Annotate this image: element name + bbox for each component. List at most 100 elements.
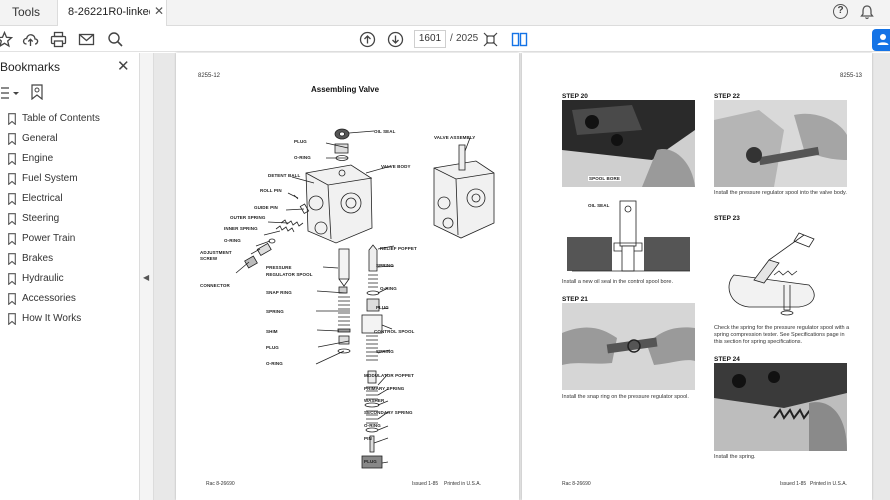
part-label: SPRING	[266, 309, 284, 314]
upload-cloud-icon[interactable]	[22, 31, 39, 48]
part-label: O-RING	[380, 286, 397, 291]
bookmark-icon	[8, 293, 16, 305]
bookmark-icon	[8, 153, 16, 165]
page-code: 8255-13	[840, 73, 863, 79]
total-pages: 2025	[456, 33, 479, 44]
print-icon[interactable]	[50, 31, 67, 48]
bookmark-item[interactable]: Steering	[0, 210, 140, 230]
part-label: O-RING	[224, 238, 241, 243]
part-label: RELIEF POPPET	[380, 246, 417, 251]
bookmark-label: Steering	[22, 213, 60, 224]
bookmark-item[interactable]: Table of Contents	[0, 110, 140, 130]
part-label: WASHER	[364, 398, 385, 403]
bookmark-icon	[8, 253, 16, 265]
help-icon[interactable]: ?	[833, 4, 848, 19]
part-label: PLUG	[364, 459, 377, 464]
part-label: O-RING	[266, 361, 283, 366]
step20-photo: SPOOL BORE	[562, 100, 695, 187]
bookmark-icon	[8, 133, 16, 145]
part-label: CONNECTOR	[200, 283, 230, 288]
bookmark-icon	[8, 113, 16, 125]
bookmark-item[interactable]: How It Works	[0, 310, 140, 330]
bookmark-icon	[8, 273, 16, 285]
document-viewport[interactable]: 8255-12 Assembling Valve	[154, 53, 890, 500]
spool-bore-label: SPOOL BORE	[588, 176, 621, 181]
bookmark-icon	[8, 233, 16, 245]
page-right: 8255-13 STEP 20 SPOOL BORE	[522, 53, 872, 500]
part-label: PLUG	[294, 139, 307, 144]
bell-icon[interactable]	[860, 5, 874, 20]
part-label: SNAP RING	[266, 290, 292, 295]
bookmark-item[interactable]: Hydraulic	[0, 270, 140, 290]
part-label: CONTROL SPOOL	[374, 329, 415, 334]
add-bookmark-icon[interactable]	[30, 84, 44, 100]
part-label: REGULATOR SPOOL	[266, 272, 313, 277]
bookmarks-title: Bookmarks	[0, 60, 61, 74]
part-label: VALVE ASSEMBLY	[434, 135, 476, 140]
part-label: OUTER SPRING	[230, 215, 266, 220]
part-label: PIN	[364, 436, 372, 441]
next-page-icon[interactable]	[387, 31, 404, 48]
page-footer-issued: Issued 1-85	[412, 481, 439, 487]
bookmark-item[interactable]: Brakes	[0, 250, 140, 270]
step24-photo	[714, 363, 847, 451]
bookmark-label: How It Works	[22, 313, 82, 324]
star-icon[interactable]	[0, 31, 13, 48]
page-separator: /	[450, 33, 453, 44]
bookmark-label: Brakes	[22, 253, 54, 264]
step-heading: STEP 24	[714, 356, 740, 363]
page-title: Assembling Valve	[311, 85, 380, 94]
bookmark-item[interactable]: Accessories	[0, 290, 140, 310]
part-label: OIL SEAL	[374, 129, 396, 134]
part-label: SHIM	[266, 329, 278, 334]
bookmark-item[interactable]: Engine	[0, 150, 140, 170]
bookmark-tools	[0, 83, 140, 103]
part-label: MODULATOR POPPET	[364, 373, 414, 378]
part-label: PLUG	[266, 345, 279, 350]
bookmark-icon	[8, 313, 16, 325]
part-label: SCREW	[200, 256, 218, 261]
page-footer-code: Rac 8-26690	[562, 481, 591, 487]
document-tab[interactable]: 8-26221R0-linked p... ✕	[57, 0, 167, 26]
bookmark-label: Fuel System	[22, 173, 78, 184]
step22-photo	[714, 100, 847, 187]
page-code: 8255-12	[198, 73, 221, 79]
part-label: PRIMARY SPRING	[364, 386, 405, 391]
page-fit-icon[interactable]	[482, 31, 499, 48]
tools-tab[interactable]: Tools	[12, 5, 41, 19]
bookmark-item[interactable]: Electrical	[0, 190, 140, 210]
part-label: PLUG	[376, 305, 389, 310]
part-label: SPRING	[376, 263, 394, 268]
step22-caption: Install the pressure regulator spool int…	[714, 190, 847, 196]
step24-caption: Install the spring.	[714, 454, 756, 460]
part-label: DETENT BALL	[268, 173, 301, 178]
step-heading: STEP 20	[562, 93, 588, 100]
bookmark-options-icon[interactable]	[0, 86, 20, 100]
toolbar: 1601 / 2025	[0, 27, 890, 52]
close-panel-icon[interactable]: ✕	[117, 58, 130, 75]
page-number-input[interactable]: 1601	[414, 30, 446, 48]
bookmark-item[interactable]: General	[0, 130, 140, 150]
part-label: O-RING	[294, 155, 311, 160]
share-button[interactable]	[872, 29, 890, 51]
previous-page-icon[interactable]	[359, 31, 376, 48]
search-icon[interactable]	[107, 31, 124, 48]
page-footer-printed: Printed in U.S.A.	[810, 481, 847, 487]
bookmarks-panel: Bookmarks ✕ Table of Contents General En…	[0, 53, 140, 500]
mail-icon[interactable]	[78, 31, 95, 48]
two-page-view-icon[interactable]	[511, 31, 528, 48]
bookmark-item[interactable]: Fuel System	[0, 170, 140, 190]
part-label: ROLL PIN	[260, 188, 282, 193]
tab-bar: Tools 8-26221R0-linked p... ✕ ?	[0, 0, 890, 26]
panel-collapse-handle[interactable]: ◀	[140, 53, 154, 500]
part-label: VALVE BODY	[381, 164, 411, 169]
step23-caption: Check the spring for the pressure regula…	[714, 325, 850, 345]
bookmark-item[interactable]: Power Train	[0, 230, 140, 250]
part-label: O-RING	[364, 423, 381, 428]
page-left: 8255-12 Assembling Valve	[176, 53, 519, 500]
close-tab-icon[interactable]: ✕	[154, 4, 165, 18]
collapse-arrow-icon[interactable]: ◀	[143, 273, 150, 282]
part-label: SPRING	[376, 349, 394, 354]
bookmark-icon	[8, 173, 16, 185]
oil-seal-label: OIL SEAL	[588, 203, 610, 208]
